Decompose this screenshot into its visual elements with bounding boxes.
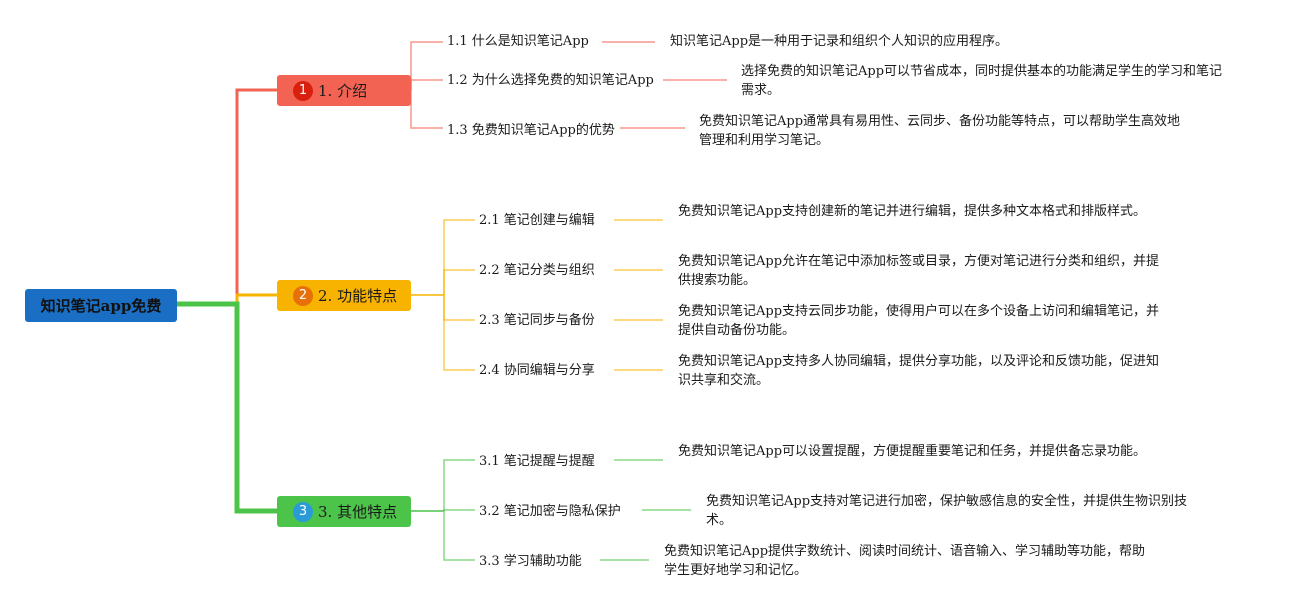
branch-introduction[interactable]: 1 1. 介绍 bbox=[277, 75, 411, 106]
subtopic-2-4[interactable]: 2.4 协同编辑与分享 bbox=[479, 363, 595, 378]
subtopic-1-1-line bbox=[410, 41, 443, 90]
description-3-1: 免费知识笔记App可以设置提醒，方便提醒重要笔记和任务，并提供备忘录功能。 bbox=[678, 444, 1147, 459]
subtopic-2-3[interactable]: 2.3 笔记同步与备份 bbox=[479, 313, 595, 328]
subtopic-1-1[interactable]: 1.1 什么是知识笔记App bbox=[447, 34, 589, 49]
root-topic[interactable]: 知识笔记app免费 bbox=[25, 289, 177, 322]
description-1-3: 免费知识笔记App通常具有易用性、云同步、备份功能等特点，可以帮助学生高效地管理… bbox=[699, 114, 1181, 148]
description-2-4: 免费知识笔记App支持多人协同编辑，提供分享功能，以及评论和反馈功能，促进知识共… bbox=[678, 354, 1160, 388]
subtopic-1-2[interactable]: 1.2 为什么选择免费的知识笔记App bbox=[447, 73, 654, 88]
subtopic-2-4-line bbox=[443, 295, 475, 371]
number-badge-icon: 2 bbox=[293, 285, 313, 306]
root-to-branch-1-line bbox=[177, 88, 277, 306]
subtopic-2-1-line bbox=[443, 219, 475, 295]
subtopic-1-3[interactable]: 1.3 免费知识笔记App的优势 bbox=[447, 123, 615, 138]
subtopic-2-2[interactable]: 2.2 笔记分类与组织 bbox=[479, 263, 595, 278]
subtopic-1-3-line bbox=[410, 90, 443, 129]
subtopic-2-3-line bbox=[443, 295, 475, 321]
branch-label: 2. 功能特点 bbox=[318, 287, 398, 305]
description-1-2: 选择免费的知识笔记App可以节省成本，同时提供基本的功能满足学生的学习和笔记需求… bbox=[741, 64, 1223, 98]
subtopic-2-2-line bbox=[443, 269, 475, 295]
description-1-1: 知识笔记App是一种用于记录和组织个人知识的应用程序。 bbox=[670, 34, 1009, 49]
subtopic-3-2[interactable]: 3.2 笔记加密与隐私保护 bbox=[479, 504, 621, 519]
subtopic-3-1[interactable]: 3.1 笔记提醒与提醒 bbox=[479, 454, 595, 469]
subtopic-2-1[interactable]: 2.1 笔记创建与编辑 bbox=[479, 213, 595, 228]
subtopic-3-3-line bbox=[443, 511, 475, 561]
branch-label: 3. 其他特点 bbox=[318, 503, 398, 521]
root-topic-label: 知识笔记app免费 bbox=[40, 297, 162, 315]
branch-other-features[interactable]: 3 3. 其他特点 bbox=[277, 496, 411, 527]
description-2-3: 免费知识笔记App支持云同步功能，使得用户可以在多个设备上访问和编辑笔记，并提供… bbox=[678, 304, 1160, 338]
subtopic-3-1-line bbox=[443, 459, 475, 511]
description-2-1: 免费知识笔记App支持创建新的笔记并进行编辑，提供多种文本格式和排版样式。 bbox=[678, 204, 1147, 219]
subtopic-1-2-line bbox=[410, 79, 443, 90]
root-to-branch-3-line bbox=[177, 301, 277, 514]
branch-features[interactable]: 2 2. 功能特点 bbox=[277, 280, 411, 311]
subtopic-3-2-line bbox=[443, 509, 475, 511]
description-3-3: 免费知识笔记App提供字数统计、阅读时间统计、语音输入、学习辅助等功能，帮助学生… bbox=[664, 544, 1146, 578]
number-badge-icon: 3 bbox=[293, 501, 313, 522]
number-badge-icon: 1 bbox=[293, 80, 313, 101]
description-3-2: 免费知识笔记App支持对笔记进行加密，保护敏感信息的安全性，并提供生物识别技术。 bbox=[706, 494, 1188, 528]
description-2-2: 免费知识笔记App允许在笔记中添加标签或目录，方便对笔记进行分类和组织，并提供搜… bbox=[678, 254, 1160, 288]
subtopic-3-3[interactable]: 3.3 学习辅助功能 bbox=[479, 554, 582, 569]
branch-label: 1. 介绍 bbox=[318, 82, 368, 100]
